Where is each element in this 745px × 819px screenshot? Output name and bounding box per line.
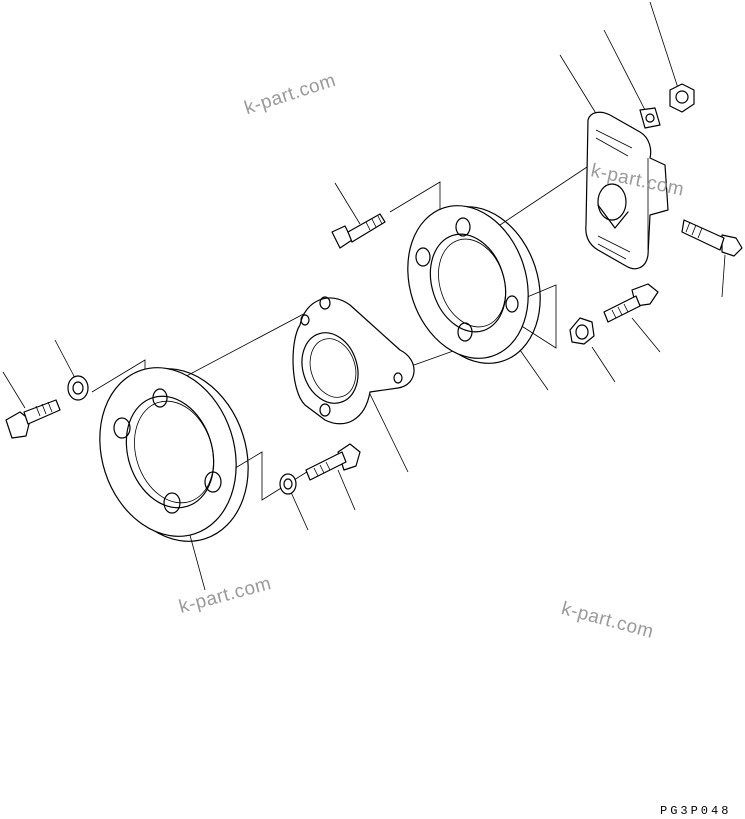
leader-line-plate-left [187, 527, 206, 591]
leader-line-washer-mid [591, 346, 616, 383]
bolt-hole-2 [204, 471, 222, 493]
washer-lower [279, 473, 297, 495]
bolt-hole-4 [152, 388, 168, 408]
leader-line-bolt-upper [334, 182, 361, 225]
bolt-upper [331, 213, 386, 249]
leader-line-bracket [559, 54, 601, 121]
bolt-path-mid [519, 284, 557, 349]
elbow-housing [292, 296, 415, 425]
leader-line-bolt-mid-right [631, 317, 661, 353]
bolt-path-lower [231, 451, 311, 501]
axis-line-main-mid [159, 299, 331, 391]
bolt-hole-r4 [505, 295, 519, 313]
bolt-mid-right [603, 283, 659, 323]
leader-line-nut [649, 1, 679, 89]
bolt-hole-r3 [457, 322, 473, 342]
mounting-bracket [585, 111, 669, 270]
leader-line-plate-right [519, 349, 549, 391]
bolt-right [681, 219, 743, 257]
hex-nut-top [669, 83, 695, 113]
leader-lines [2, 1, 726, 591]
bolt-hole-r1 [455, 217, 471, 237]
bolt-hole-1 [113, 417, 131, 439]
flange-plate-left [99, 367, 249, 542]
leader-line-bolt-lower [337, 469, 356, 511]
elbow-hole-top [319, 296, 331, 310]
bolt-lower [305, 443, 361, 481]
bolt-hole-r2 [415, 247, 431, 267]
washer-left [67, 375, 89, 401]
leader-line-bolt-left [2, 371, 26, 409]
lock-washer-top [639, 107, 661, 129]
washer-mid-right [569, 317, 595, 345]
drawing-code: PG3P048 [660, 804, 732, 818]
leader-line-washer-lower [289, 489, 309, 531]
leader-line-washer-top [603, 29, 646, 111]
bolt-hole-3 [163, 492, 181, 514]
elbow-hole-bottom [319, 403, 331, 417]
elbow-hole-side [300, 314, 310, 326]
flange-plate-right [407, 205, 541, 364]
elbow-hole-right [393, 372, 403, 384]
bolt-left [5, 399, 61, 439]
leader-line-washer-left [54, 339, 76, 379]
leader-line-elbow [367, 389, 409, 473]
leader-line-bolt-right [721, 254, 726, 298]
